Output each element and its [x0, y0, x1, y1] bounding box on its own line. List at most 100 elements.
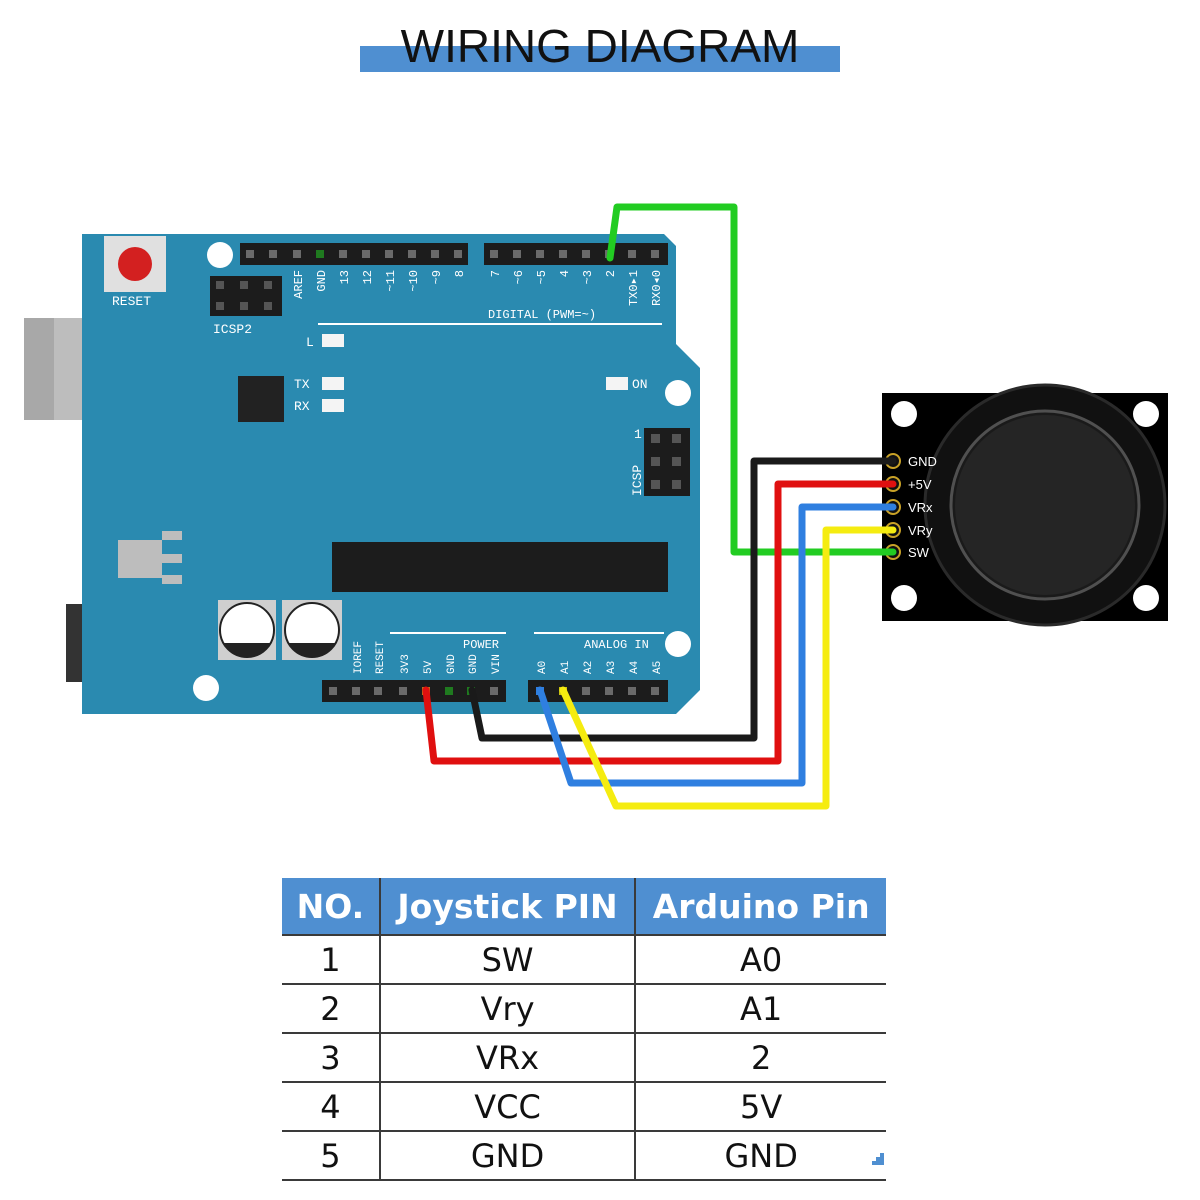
- joystick-pin-label: GND: [908, 454, 937, 469]
- led-l-label: L: [306, 335, 314, 350]
- header-no: NO.: [282, 878, 381, 936]
- table-header-row: NO. Joystick PIN Arduino Pin: [282, 878, 886, 936]
- module-mounting-hole: [891, 585, 917, 611]
- joystick-pin-label: VRx: [908, 500, 933, 515]
- pin-hole: [582, 250, 590, 258]
- led-on: [606, 377, 628, 390]
- joystick-pin-label: +5V: [908, 477, 932, 492]
- cell-joystick-pin: Vry: [378, 983, 637, 1034]
- pin-hole: [293, 250, 301, 258]
- pin-hole: [559, 250, 567, 258]
- cell-joystick-pin: VRx: [378, 1032, 637, 1083]
- digital-label: DIGITAL (PWM=~): [488, 308, 596, 322]
- analog-pin-label: A1: [560, 660, 572, 674]
- table-row: 4 VCC 5V: [282, 1081, 886, 1132]
- connection-table: NO. Joystick PIN Arduino Pin 1 SW A0 2 V…: [282, 878, 886, 1181]
- wire-sw: [606, 203, 897, 556]
- digital-pin-label: AREF: [292, 270, 306, 299]
- pin-hole: [374, 687, 382, 695]
- voltage-regulator: [118, 531, 182, 584]
- led-on-label: ON: [632, 377, 648, 392]
- icsp-header: [644, 428, 690, 496]
- power-pin-label: 5V: [423, 660, 435, 674]
- cell-arduino-pin: A1: [634, 983, 886, 1034]
- table-row: 1 SW A0: [282, 934, 886, 985]
- digital-pin-label: ~11: [384, 270, 398, 292]
- digital-header-right: [484, 243, 668, 265]
- pin-hole: [399, 687, 407, 695]
- digital-pin-label: ~5: [535, 270, 549, 284]
- pin-hole: [651, 687, 659, 695]
- icsp-label: ICSP: [630, 465, 645, 496]
- power-pin-label: GND: [468, 654, 480, 674]
- cell-no: 3: [282, 1032, 381, 1083]
- analog-pin-label: A4: [629, 660, 641, 674]
- power-pin-label: 3V3: [400, 654, 412, 674]
- digital-pin-holes: [246, 250, 659, 258]
- capacitor: [282, 600, 342, 660]
- pin-hole: [582, 687, 590, 695]
- digital-pin-label: ~10: [407, 270, 421, 292]
- pin-hole: [454, 250, 462, 258]
- pin-hole: [490, 687, 498, 695]
- wire-gnd: [468, 457, 897, 742]
- header-arduino-pin: Arduino Pin: [634, 878, 886, 936]
- cell-no: 1: [282, 934, 381, 985]
- analog-pin-label: A5: [652, 661, 664, 674]
- mounting-hole: [665, 380, 691, 406]
- mounting-hole: [665, 631, 691, 657]
- reset-button: [104, 236, 166, 292]
- capacitor: [218, 600, 276, 660]
- pin-hole: [431, 250, 439, 258]
- power-pin-labels: IOREF RESET 3V3 5V GND GND VIN: [353, 641, 503, 674]
- header-joystick-pin: Joystick PIN: [378, 878, 637, 936]
- led-rx: [322, 399, 344, 412]
- analog-label: ANALOG IN: [584, 638, 649, 652]
- pin-hole: [651, 250, 659, 258]
- module-mounting-hole: [1133, 401, 1159, 427]
- analog-header: [528, 680, 668, 702]
- pin-hole: [329, 687, 337, 695]
- joystick-cap: [955, 415, 1135, 595]
- arduino-board: [82, 234, 700, 714]
- pin-hole: [246, 250, 254, 258]
- digital-pin-label: 13: [338, 270, 352, 284]
- cell-joystick-pin: GND: [378, 1130, 637, 1181]
- digital-pin-label: ~6: [512, 270, 526, 284]
- title-underline-bar: [360, 46, 840, 72]
- digital-pin-label: 7: [489, 270, 503, 277]
- pin-hole: [352, 687, 360, 695]
- pin-hole: [362, 250, 370, 258]
- power-pin-label: VIN: [491, 654, 503, 674]
- led-l: [322, 334, 344, 347]
- digital-pin-label: 8: [453, 270, 467, 277]
- icsp2-label: ICSP2: [213, 322, 252, 337]
- power-pin-label: GND: [446, 654, 458, 674]
- mounting-hole: [207, 242, 233, 268]
- resize-handle-icon: [872, 1153, 884, 1165]
- led-rx-label: RX: [294, 399, 310, 414]
- cell-joystick-pin: SW: [378, 934, 637, 985]
- led-tx-label: TX: [294, 377, 310, 392]
- cell-arduino-pin: A0: [634, 934, 886, 985]
- digital-pin-label: TX0▸1: [627, 270, 641, 306]
- cell-arduino-pin: 5V: [634, 1081, 886, 1132]
- microcontroller-chip: [332, 542, 668, 592]
- cell-no: 5: [282, 1130, 381, 1181]
- cell-no: 2: [282, 983, 381, 1034]
- pin-hole: [628, 687, 636, 695]
- pin-hole: [445, 687, 453, 695]
- pin-hole: [385, 250, 393, 258]
- table-row: 2 Vry A1: [282, 983, 886, 1034]
- power-pin-label: RESET: [375, 641, 387, 674]
- pin-hole: [316, 250, 324, 258]
- power-pin-label: IOREF: [353, 641, 365, 674]
- icsp2-header: [210, 276, 282, 316]
- icsp-pin1-label: 1: [634, 427, 642, 442]
- table-row: 5 GND GND: [282, 1130, 886, 1181]
- mounting-hole: [193, 675, 219, 701]
- joystick-pin-label: SW: [908, 545, 930, 560]
- pin-hole: [605, 687, 613, 695]
